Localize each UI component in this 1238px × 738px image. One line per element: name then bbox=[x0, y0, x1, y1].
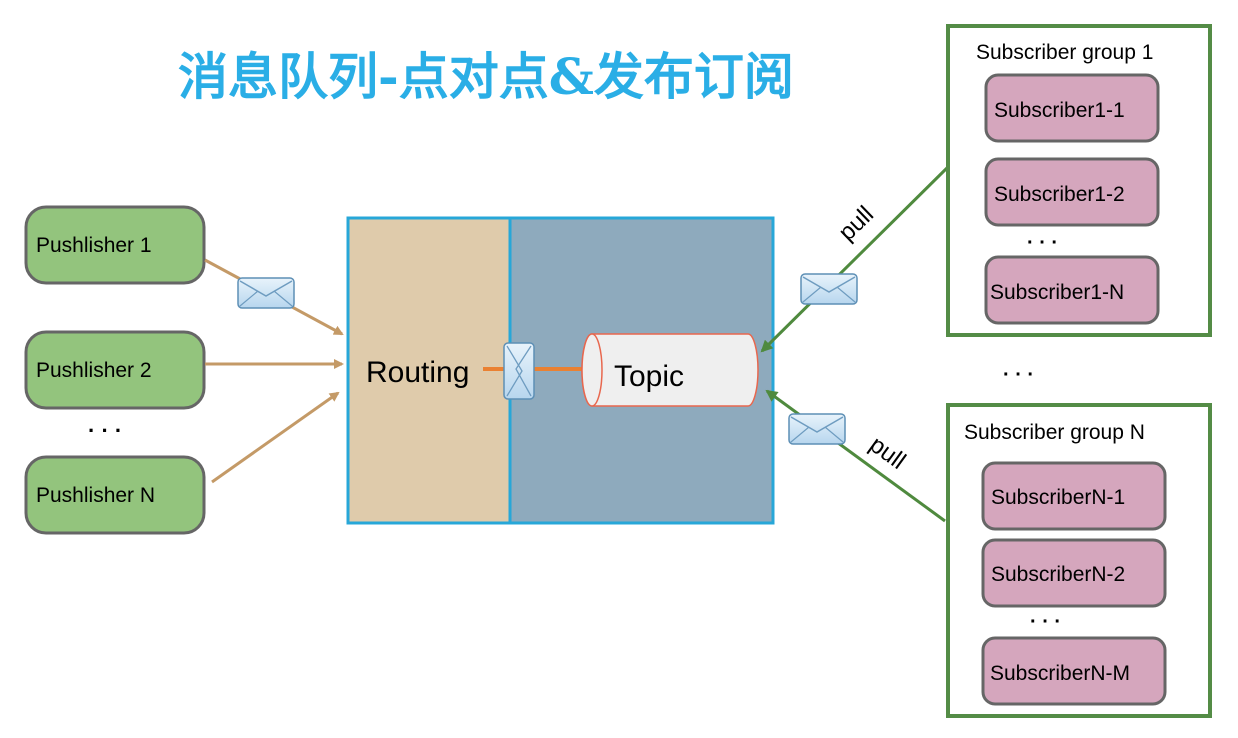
subscriber-label: SubscriberN-2 bbox=[991, 563, 1125, 586]
groups-ellipsis: · · · bbox=[1003, 364, 1034, 386]
publisher-label: Pushlisher 1 bbox=[36, 234, 152, 257]
publisher-node-n: Pushlisher N bbox=[24, 455, 206, 535]
subscriber-label: SubscriberN-1 bbox=[991, 486, 1125, 509]
subscriber-node: SubscriberN-2 bbox=[981, 538, 1167, 608]
envelope-icon bbox=[503, 342, 535, 400]
pull-arrow-group-1 bbox=[760, 163, 952, 353]
subscriber-node: Subscriber1-1 bbox=[984, 73, 1160, 143]
pull-arrow-group-n bbox=[765, 389, 946, 523]
topic-queue: Topic bbox=[581, 333, 759, 407]
subscriber-node: SubscriberN-M bbox=[981, 636, 1167, 706]
topic-label: Topic bbox=[614, 360, 684, 393]
publisher-label: Pushlisher N bbox=[36, 484, 155, 507]
subscriber-node: Subscriber1-N bbox=[984, 255, 1160, 325]
subscribers-ellipsis: · · · bbox=[1027, 232, 1058, 254]
subscribers-ellipsis: · · · bbox=[1030, 611, 1061, 633]
subscriber-label: Subscriber1-1 bbox=[994, 99, 1125, 122]
subscriber-label: Subscriber1-2 bbox=[994, 183, 1125, 206]
pull-label-1: pull bbox=[833, 201, 879, 246]
subscriber-group-1: Subscriber group 1 Subscriber1-1 Subscri… bbox=[946, 24, 1212, 337]
envelope-icon bbox=[237, 277, 295, 309]
group-label: Subscriber group 1 bbox=[976, 41, 1153, 64]
envelope-icon bbox=[788, 413, 846, 445]
subscriber-group-n: Subscriber group N SubscriberN-1 Subscri… bbox=[946, 403, 1212, 718]
routing-label: Routing bbox=[366, 356, 469, 389]
publish-arrow-n bbox=[211, 391, 340, 484]
subscriber-node: Subscriber1-2 bbox=[984, 157, 1160, 227]
page-title: 消息队列-点对点&发布订阅 bbox=[178, 47, 794, 106]
publishers-ellipsis: · · · bbox=[88, 418, 122, 443]
subscriber-node: SubscriberN-1 bbox=[981, 461, 1167, 531]
publisher-label: Pushlisher 2 bbox=[36, 359, 152, 382]
envelope-icon bbox=[800, 273, 858, 305]
subscriber-label: Subscriber1-N bbox=[990, 281, 1124, 304]
subscriber-label: SubscriberN-M bbox=[990, 662, 1130, 685]
group-label: Subscriber group N bbox=[964, 421, 1145, 444]
publisher-node-1: Pushlisher 1 bbox=[24, 205, 206, 285]
publisher-node-2: Pushlisher 2 bbox=[24, 330, 206, 410]
